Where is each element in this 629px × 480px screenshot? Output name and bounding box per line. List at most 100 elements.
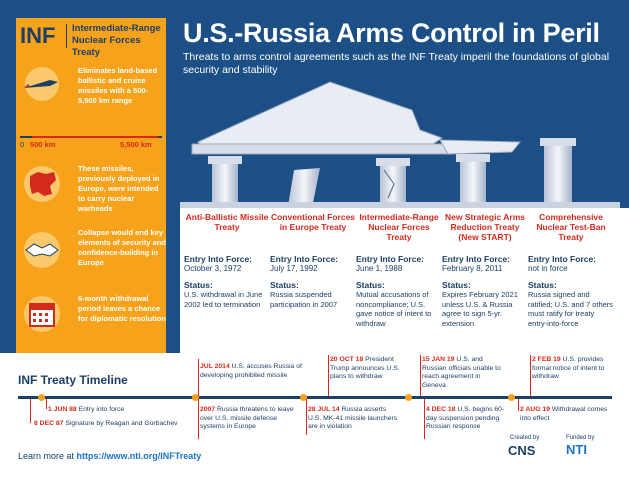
treaty-name: Intermediate-Range Nuclear Forces Treaty [359,212,439,242]
funded-by-label: Funded by [566,435,595,441]
sidebar-item-text: Eliminates land-based ballistic and crui… [78,66,158,105]
range-fill [32,136,158,138]
event-date: 1 JUN 88 [48,406,77,413]
timeline-tick [198,399,199,439]
nti-logo: NTI [566,442,587,457]
timeline-event: 2007 Russia threatens to leave over U.S.… [200,406,300,432]
inf-full-name: Intermediate-Range Nuclear Forces Treaty [72,23,161,58]
event-text: U.S. provides formal notice of intent to… [532,356,605,380]
range-max: 5,500 km [120,140,152,149]
event-text: U.S. accuses Russia of developing prohib… [200,363,302,379]
timeline-event: 1 JUN 88 Entry into force [48,406,124,415]
timeline-dot [300,394,307,401]
timeline-event: 15 JAN 19 U.S. and Russian officials una… [422,356,506,390]
event-text: President Trump announces U.S. plans to … [330,356,400,380]
missile-icon [20,66,59,101]
timeline-tick [530,355,531,396]
status-label: Status: [442,280,471,290]
status-text: Russia suspended participation in 2007 [270,290,338,309]
column-inf [376,158,410,204]
force-date: not in force [528,264,568,273]
event-text: Entry into force [78,406,125,413]
event-text: Withdrawal comes into effect [520,406,608,422]
treaty-name: Anti-Ballistic Missile Treaty [185,212,269,232]
page-title: U.S.-Russia Arms Control in Peril [183,18,600,48]
event-text: Signature by Reagan and Gorbachev [65,420,178,427]
timeline: INF Treaty Timeline 1 JUN 88 Entry into … [0,353,629,480]
force-date: February 8, 2011 [442,264,503,273]
event-text: U.S. and Russian officials unable to rea… [422,356,501,389]
range-zero: 0 [20,140,25,149]
event-date: 2007 [200,406,216,413]
event-date: 2 AUG 19 [520,406,550,413]
timeline-tick [198,359,199,396]
force-label: Entry Into Force: [442,254,511,264]
timeline-event: 2 FEB 19 U.S. provides formal notice of … [532,356,618,382]
status-label: Status: [270,280,299,290]
treaty-cfe: Conventional Forces in Europe Treaty Ent… [270,212,356,309]
timeline-dot [508,394,515,401]
status-label: Status: [528,280,557,290]
treaty-inf: Intermediate-Range Nuclear Forces Treaty… [356,212,442,328]
learn-more: Learn more at https://www.nti.org/INFTre… [18,451,201,461]
learn-more-link[interactable]: https://www.nti.org/INFTreaty [76,451,202,461]
timeline-event: 28 JUL 14 Russia asserts U.S. MK-41 miss… [308,406,398,432]
pediment [191,81,522,155]
event-text: Russia asserts U.S. MK-41 missile launch… [308,406,398,430]
treaty-panel: Anti-Ballistic Missile Treaty Entry Into… [180,208,629,353]
status-text: Russia signed and ratified; U.S. and 7 o… [528,290,614,328]
timeline-dot [38,394,45,401]
page-subtitle: Threats to arms control agreements such … [183,51,610,76]
learn-more-label: Learn more at [18,451,75,461]
range-bar: 0 500 km 5,500 km [20,132,162,149]
treaty-abm: Anti-Ballistic Missile Treaty Entry Into… [184,212,270,309]
timeline-event: JUL 2014 U.S. accuses Russia of developi… [200,363,310,380]
timeline-event: 20 OCT 18 President Trump announces U.S.… [330,356,402,382]
column-ctbt [540,138,576,204]
timeline-tick [306,399,307,435]
event-text: Russia threatens to leave over U.S. miss… [200,406,294,430]
status-text: U.S. withdrawal in June 2002 led to term… [184,290,263,309]
column-abm [208,156,242,204]
event-date: 20 OCT 18 [330,356,364,363]
event-date: 4 DEC 18 [426,406,456,413]
inf-header: INF Intermediate-Range Nuclear Forces Tr… [16,18,166,58]
calendar-icon [20,294,60,332]
event-date: 2 FEB 19 [532,356,561,363]
timeline-event: 2 AUG 19 Withdrawal comes into effect [520,406,610,423]
status-text: Expires February 2021 unless U.S. & Russ… [442,290,518,328]
handshake-icon [20,228,60,268]
cns-logo: CNS [508,443,536,458]
sidebar-item-text: These missiles, previously deployed in E… [78,164,160,213]
timeline-tick [518,399,519,411]
inf-divider [66,24,67,48]
inf-code: INF [20,23,56,48]
range-min: 500 km [30,140,56,149]
status-label: Status: [356,280,385,290]
event-date: JUL 2014 [200,363,230,370]
temple-base [180,202,620,210]
timeline-dot [405,394,412,401]
treaty-name: Comprehensive Nuclear Test-Ban Treaty [536,212,606,242]
treaty-name: Conventional Forces in Europe Treaty [270,212,356,232]
timeline-tick [328,355,329,396]
force-date: July 17, 1992 [270,264,318,273]
event-date: 28 JUL 14 [308,406,340,413]
treaty-name: New Strategic Arms Reduction Treaty (New… [445,212,525,242]
inf-sidebar: INF Intermediate-Range Nuclear Forces Tr… [16,18,166,353]
status-text: Mutual accusations of noncompliance; U.S… [356,290,432,328]
timeline-title: INF Treaty Timeline [18,373,128,387]
timeline-dot [192,394,199,401]
event-date: 8 DEC 87 [34,420,64,427]
timeline-event: 8 DEC 87 Signature by Reagan and Gorbach… [34,420,178,429]
created-by-label: Created by [510,435,540,441]
status-label: Status: [184,280,213,290]
treaty-newstart: New Strategic Arms Reduction Treaty (New… [442,212,528,328]
sidebar-item-text: 6-month withdrawal period leaves a chanc… [78,294,166,323]
force-label: Entry Into Force: [356,254,425,264]
force-date: October 3, 1972 [184,264,242,273]
temple-illustration [180,81,620,210]
timeline-tick [30,399,31,423]
timeline-axis [18,396,612,399]
europe-map-icon [20,164,60,202]
